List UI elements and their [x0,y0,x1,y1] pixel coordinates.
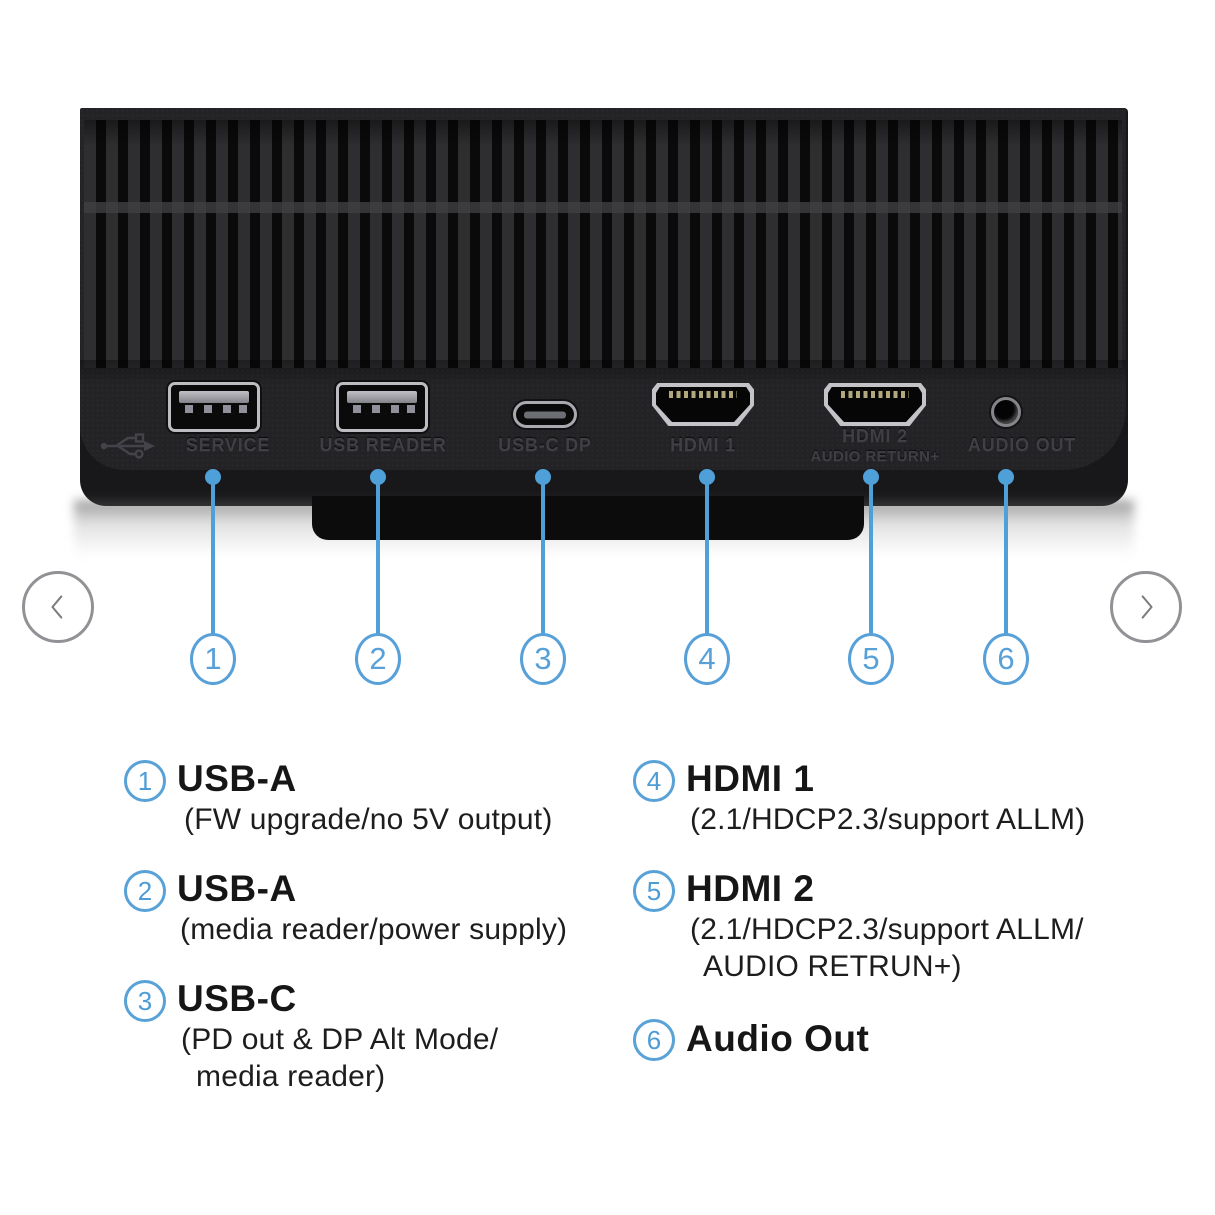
carousel-next-button[interactable] [1110,571,1182,643]
usb-a-tongue [347,391,417,403]
callout-line-6 [1004,483,1008,635]
port-label-service: SERVICE [185,435,271,455]
callout-line-5 [869,483,873,635]
hdmi-1-port [652,383,754,426]
port-label-audio-return: AUDIO RETURN+ [810,448,940,465]
legend-title-2: USB-A [177,868,297,909]
panel-fade [80,360,1126,384]
callout-number-6: 6 [983,633,1029,685]
callout-line-2 [376,483,380,635]
legend-title-5: HDMI 2 [686,868,815,909]
vent-crossbar [84,202,1122,213]
legend-title-1: USB-A [177,758,297,799]
port-label-audio-out: AUDIO OUT [967,435,1077,455]
legend-number-1: 1 [124,760,166,802]
legend-title-6: Audio Out [686,1018,870,1059]
usb-a-port-reader [336,382,428,432]
callout-line-3 [541,483,545,635]
chevron-right-icon [1141,595,1153,619]
callout-number-3: 3 [520,633,566,685]
legend-number-3: 3 [124,980,166,1022]
legend-desc-3-line-1: (PD out & DP Alt Mode/ [181,1023,499,1056]
callout-dot-5 [863,469,879,485]
legend-number-4: 4 [633,760,675,802]
usb-a-tongue [179,391,249,403]
legend-title-4: HDMI 1 [686,758,815,799]
callout-dot-4 [699,469,715,485]
port-label-hdmi-2: HDMI 2 [842,426,908,446]
callout-dot-1 [205,469,221,485]
callout-number-1: 1 [190,633,236,685]
carousel-prev-button[interactable] [22,571,94,643]
callout-number-4: 4 [684,633,730,685]
hdmi-2-port [824,383,926,426]
callout-dot-6 [998,469,1014,485]
legend-desc-5-line-2: AUDIO RETRUN+) [703,950,962,983]
chevron-left-icon [51,595,63,619]
device-foot [312,496,864,540]
callout-number-2: 2 [355,633,401,685]
vent-grille [84,120,1122,368]
port-label-usb-c-dp: USB-C DP [498,435,592,455]
callout-line-4 [705,483,709,635]
device-rear-panel: SERVICE USB READER USB-C DP HDMI 1 HDMI … [80,108,1126,470]
legend-number-6: 6 [633,1019,675,1061]
usb-c-slot [524,411,566,418]
callout-number-5: 5 [848,633,894,685]
callout-dot-3 [535,469,551,485]
usb-c-port [513,401,577,428]
callout-line-1 [211,483,215,635]
legend-number-5: 5 [633,870,675,912]
legend-desc-4: (2.1/HDCP2.3/support ALLM) [690,803,1086,836]
callout-dot-2 [370,469,386,485]
legend-desc-3-line-2: media reader) [196,1060,386,1093]
usb-a-port-service [168,382,260,432]
legend-number-2: 2 [124,870,166,912]
legend-desc-2: (media reader/power supply) [180,913,568,946]
port-label-hdmi-1: HDMI 1 [670,435,736,455]
usb-trident-icon [100,433,155,459]
legend-title-3: USB-C [177,978,297,1019]
legend-desc-1: (FW upgrade/no 5V output) [184,803,553,836]
audio-out-jack [991,397,1021,427]
port-label-usb-reader: USB READER [319,435,447,455]
legend-desc-5-line-1: (2.1/HDCP2.3/support ALLM/ [690,913,1084,946]
